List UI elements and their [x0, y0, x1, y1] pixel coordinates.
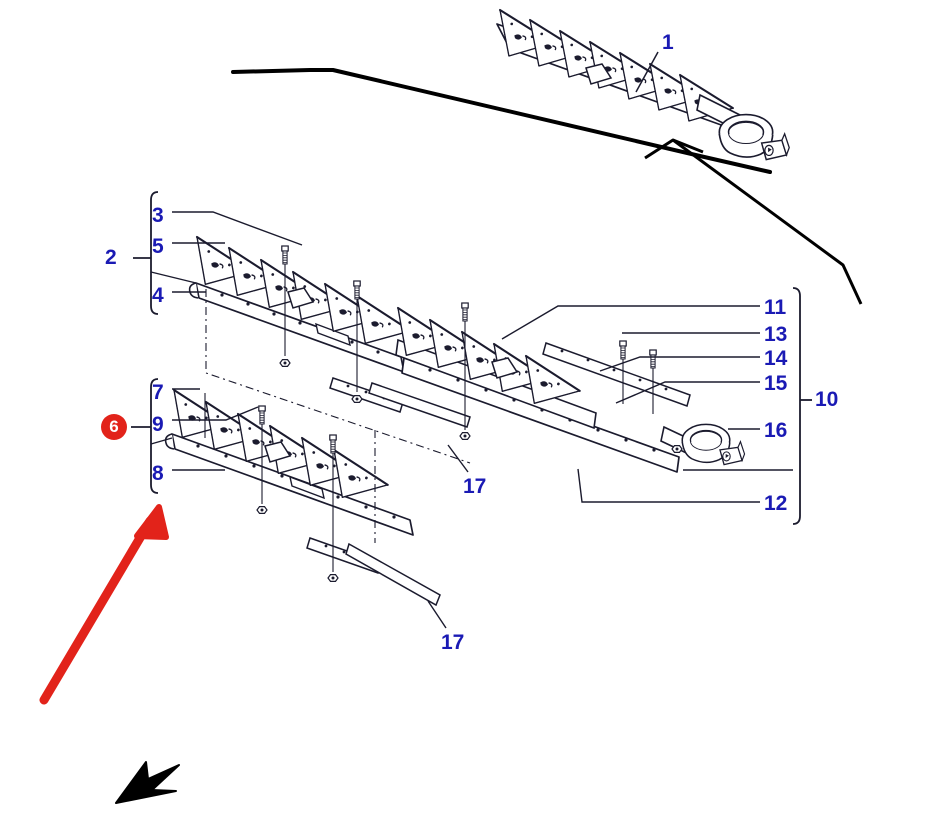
callout-label-14: 14: [764, 347, 788, 370]
callout-label-5: 5: [152, 235, 164, 258]
callout-label-10: 10: [815, 388, 839, 411]
black-highlight-arrow: [115, 761, 180, 804]
assembly-10-right-knife-group: [382, 302, 760, 629]
context-outline-lower: [644, 138, 863, 305]
callout-label-1: 1: [662, 31, 674, 54]
callout-label-3: 3: [152, 204, 164, 227]
group-bracket-10: [683, 287, 812, 525]
callout-label-4: 4: [152, 284, 164, 307]
context-outline-top: [231, 68, 772, 174]
callout-badge-6: 6: [101, 414, 127, 440]
callout-label-9: 9: [152, 413, 164, 436]
callout-label-15: 15: [764, 372, 788, 395]
callout-label-17: 17: [463, 475, 487, 498]
assembly-1-complete-knife: [485, 8, 791, 161]
red-highlight-arrow: [39, 504, 169, 705]
group-bracket-2: [133, 191, 159, 315]
callout-label-13: 13: [764, 323, 788, 346]
group-bracket-6: [131, 378, 159, 494]
assembly-6-lower-knife-group: [150, 388, 441, 607]
callout-label-11: 11: [764, 296, 787, 319]
callout-label-17: 17: [441, 631, 465, 654]
callout-label-12: 12: [764, 492, 788, 515]
assembly-2-upper-knife-group: [150, 211, 471, 464]
callout-label-7: 7: [152, 381, 164, 404]
callout-label-2: 2: [105, 246, 117, 269]
callout-label-16: 16: [764, 419, 788, 442]
callout-label-8: 8: [152, 462, 164, 485]
